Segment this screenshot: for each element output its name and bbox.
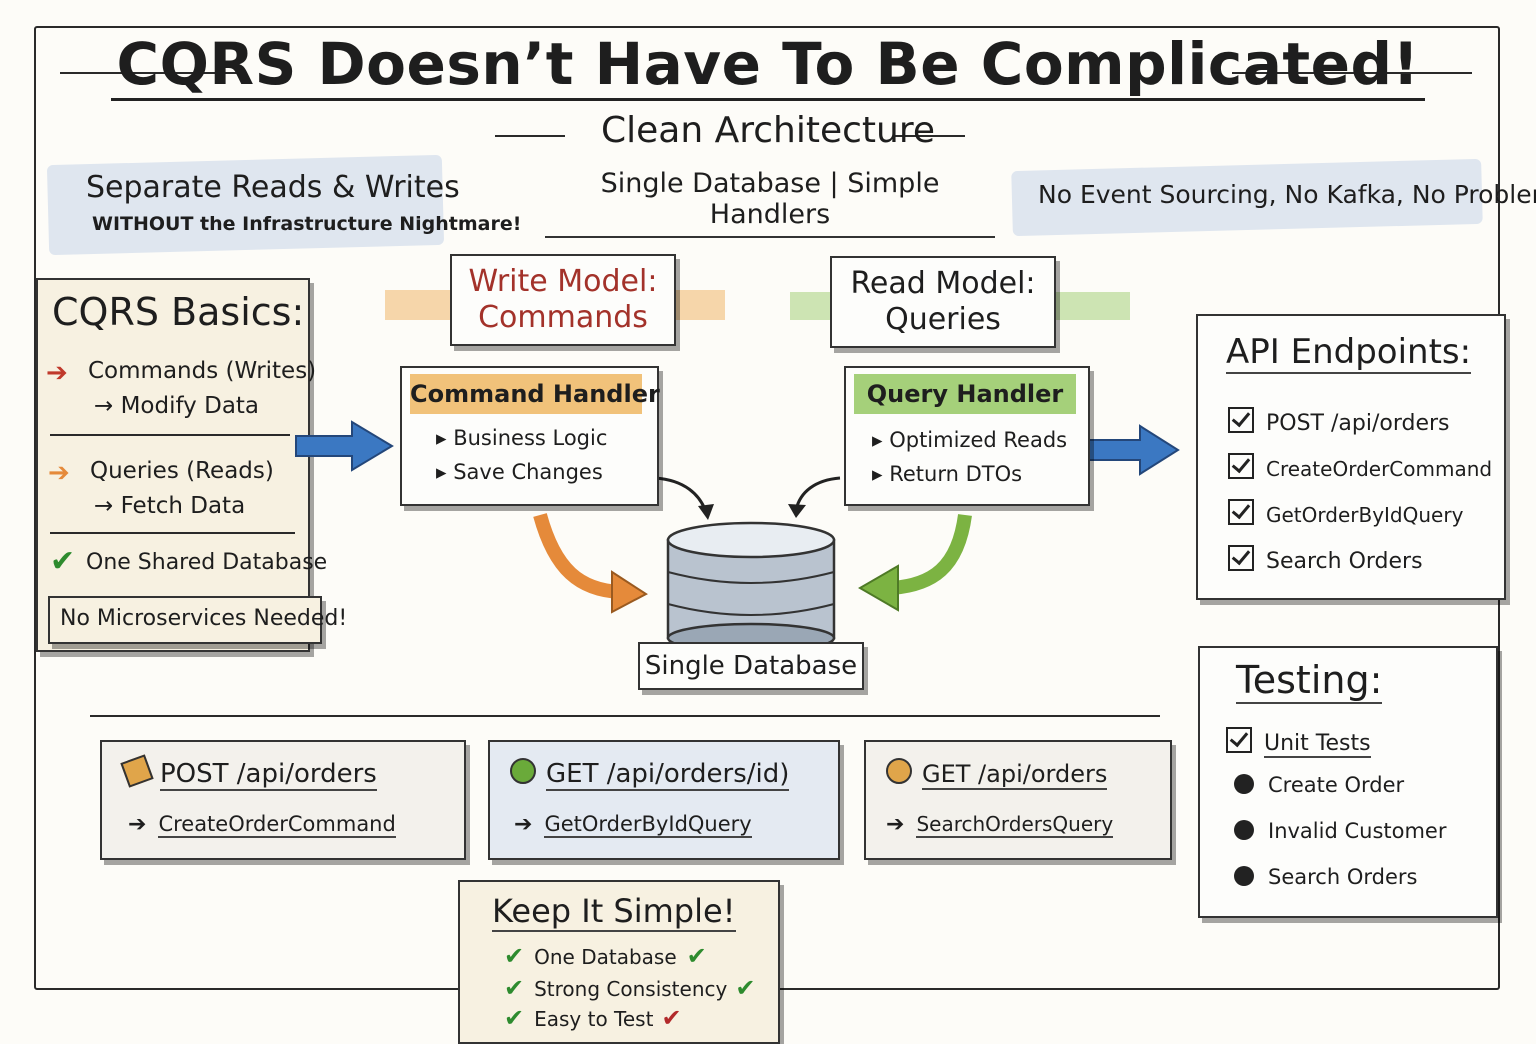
basics-footer: No Microservices Needed! xyxy=(60,606,348,631)
database-label: Single Database xyxy=(644,651,858,681)
endpoint-target-2: ➔SearchOrdersQuery xyxy=(886,812,1114,838)
testing-heading: Testing: xyxy=(1236,658,1383,704)
query-handler-title: Query Handler xyxy=(854,374,1076,414)
database-label-box: Single Database xyxy=(638,642,864,690)
command-item-0: ▸ Business Logic xyxy=(436,426,608,450)
write-model-line1: Write Model: xyxy=(468,264,658,299)
tagline: Single Database | Simple Handlers xyxy=(545,168,995,238)
basics-heading: CQRS Basics: xyxy=(52,290,305,334)
orange-arrowhead-icon xyxy=(611,570,648,614)
write-model-label: Write Model: Commands xyxy=(450,254,676,346)
check-icon: ✔ xyxy=(504,942,525,970)
red-check-icon: ✔ xyxy=(661,1004,682,1032)
keep-simple-heading: Keep It Simple! xyxy=(492,892,736,932)
arrow-right-icon: ➔ xyxy=(514,812,533,837)
basics-commands-sub: → Modify Data xyxy=(94,393,260,419)
endpoint-card-get-search: GET /api/orders ➔SearchOrdersQuery xyxy=(864,740,1172,860)
orange-curve xyxy=(533,513,621,599)
green-circle-icon xyxy=(510,758,536,784)
orange-arrow-icon: ➔ xyxy=(48,458,70,488)
query-item-0: ▸ Optimized Reads xyxy=(872,428,1068,452)
endpoint-card-get-id: GET /api/orders/id) ➔GetOrderByIdQuery xyxy=(488,740,840,860)
basics-queries: Queries (Reads) xyxy=(90,458,274,484)
keep-it-simple-panel: Keep It Simple! ✔One Database✔ ✔Strong C… xyxy=(458,880,780,1044)
check-icon: ✔ xyxy=(735,974,756,1002)
left-banner-line1: Separate Reads & Writes xyxy=(86,170,460,205)
keep-simple-item-2: ✔Easy to Test✔ xyxy=(504,1004,682,1032)
arrow-right-icon: ➔ xyxy=(886,812,905,837)
endpoint-route-0: POST /api/orders xyxy=(120,754,377,791)
bullet-icon xyxy=(1234,866,1254,886)
bullet-icon xyxy=(1234,774,1254,794)
basics-divider-1 xyxy=(50,434,290,436)
subtitle-rule-right xyxy=(895,135,965,137)
command-handler-title: Command Handler xyxy=(410,374,660,414)
checkbox-icon xyxy=(1228,407,1254,433)
basics-divider-2 xyxy=(50,532,295,534)
testing-item-0: Create Order xyxy=(1234,772,1404,797)
subtitle: Clean Architecture xyxy=(600,110,935,151)
api-item-3: Search Orders xyxy=(1228,542,1423,574)
command-handler-box: Command Handler ▸ Business Logic ▸ Save … xyxy=(400,366,660,506)
endpoint-route-2: GET /api/orders xyxy=(886,756,1108,790)
bullet-icon xyxy=(1234,820,1254,840)
database-icon xyxy=(666,521,836,654)
black-arrow-left xyxy=(654,476,708,513)
testing-panel: Testing: Unit Tests Create Order Invalid… xyxy=(1198,646,1498,918)
orange-circle-icon xyxy=(886,758,912,784)
title-rule-right xyxy=(1232,72,1472,74)
check-icon: ✔ xyxy=(686,942,707,970)
read-model-line1: Read Model: xyxy=(850,266,1036,301)
green-arrowhead-icon xyxy=(858,564,899,612)
endpoint-route-1: GET /api/orders/id) xyxy=(510,756,790,791)
testing-item-2: Search Orders xyxy=(1234,864,1417,889)
checkbox-icon xyxy=(1228,453,1254,479)
api-item-0: POST /api/orders xyxy=(1228,404,1450,436)
api-endpoints-panel: API Endpoints: POST /api/orders CreateOr… xyxy=(1196,314,1506,600)
title-rule-left xyxy=(60,72,240,74)
api-item-1: CreateOrderCommand xyxy=(1228,450,1492,481)
check-icon: ✔ xyxy=(504,1004,525,1032)
query-handler-box: Query Handler ▸ Optimized Reads ▸ Return… xyxy=(844,366,1090,506)
blue-arrow-right-icon xyxy=(1081,424,1180,476)
keep-simple-item-0: ✔One Database✔ xyxy=(504,942,707,970)
basics-footer-box: No Microservices Needed! xyxy=(48,596,347,644)
api-item-2: GetOrderByIdQuery xyxy=(1228,496,1463,527)
right-banner-text: No Event Sourcing, No Kafka, No Problem! xyxy=(1038,180,1536,209)
endpoint-target-1: ➔GetOrderByIdQuery xyxy=(514,812,752,838)
cqrs-basics-panel: CQRS Basics: ➔ Commands (Writes) → Modif… xyxy=(36,278,327,652)
read-model-line2: Queries xyxy=(885,302,1001,337)
endpoint-target-0: ➔CreateOrderCommand xyxy=(128,812,396,838)
checkbox-icon xyxy=(1228,545,1254,571)
testing-item-1: Invalid Customer xyxy=(1234,818,1446,843)
read-model-label: Read Model: Queries xyxy=(830,256,1056,348)
blue-arrow-left-icon xyxy=(295,420,394,472)
check-icon: ✔ xyxy=(504,974,525,1002)
endpoint-card-post: POST /api/orders ➔CreateOrderCommand xyxy=(100,740,466,860)
write-model-line2: Commands xyxy=(478,300,648,335)
testing-checked: Unit Tests xyxy=(1226,724,1371,758)
basics-commands: Commands (Writes) xyxy=(88,358,317,384)
basics-queries-sub: → Fetch Data xyxy=(94,493,246,519)
command-item-1: ▸ Save Changes xyxy=(436,460,603,484)
api-heading: API Endpoints: xyxy=(1226,332,1472,374)
basics-shared: One Shared Database xyxy=(86,550,328,575)
check-icon: ✔ xyxy=(50,544,76,579)
query-item-1: ▸ Return DTOs xyxy=(872,462,1023,486)
green-curve xyxy=(891,513,972,595)
page-title: CQRS Doesn’t Have To Be Complicated! xyxy=(0,30,1536,101)
arrow-right-icon: ➔ xyxy=(128,812,147,837)
left-banner-line2: WITHOUT the Infrastructure Nightmare! xyxy=(92,213,522,235)
subtitle-rule-left xyxy=(495,135,565,137)
red-arrow-icon: ➔ xyxy=(46,358,68,388)
checkbox-icon xyxy=(1228,499,1254,525)
tag-icon xyxy=(120,754,154,788)
checkbox-icon xyxy=(1226,727,1252,753)
keep-simple-item-1: ✔Strong Consistency✔ xyxy=(504,974,756,1002)
